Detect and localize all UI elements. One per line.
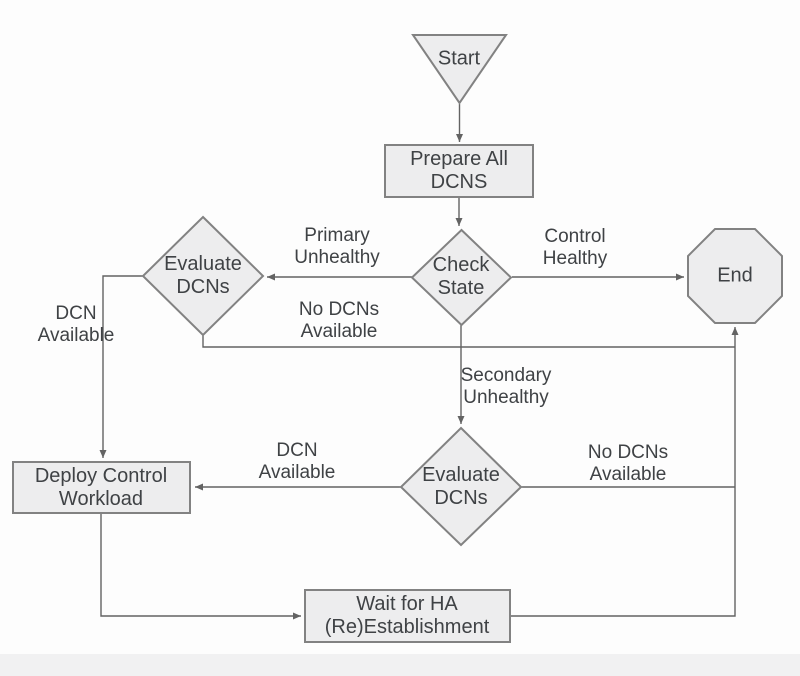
evaluate-dcns-secondary-label: Evaluate DCNs xyxy=(422,464,500,509)
dcn-available-secondary-edge-label: DCN Available xyxy=(258,440,336,483)
evaluate-dcns-secondary-decision-diamond xyxy=(399,426,523,547)
dcn-available-primary-edge-label: DCN Available xyxy=(37,303,115,346)
primary-unhealthy-edge-label: Primary Unhealthy xyxy=(294,225,380,268)
no-dcns-available-primary-edge-label: No DCNs Available xyxy=(298,299,380,342)
check-state-decision-diamond xyxy=(410,228,513,327)
prepare-all-dcns-label: Prepare All DCNS xyxy=(410,148,508,193)
no-dcns-available-secondary-edge-label: No DCNs Available xyxy=(587,442,669,485)
secondary-unhealthy-edge-label: Secondary Unhealthy xyxy=(460,365,552,408)
footer-gray-band xyxy=(0,654,800,676)
evaluate-dcns-primary-label: Evaluate DCNs xyxy=(164,253,242,298)
start-terminator-triangle xyxy=(411,34,508,105)
deploy-control-workload-process-box xyxy=(12,461,191,514)
wait-for-ha-process-box xyxy=(304,589,511,643)
deploy-control-workload-label: Deploy Control Workload xyxy=(34,465,168,510)
wait-for-ha-label: Wait for HA (Re)Establishment xyxy=(324,593,490,638)
edge-wait-to-end xyxy=(510,327,739,617)
prepare-all-dcns-process-box xyxy=(384,144,534,198)
end-terminator-octagon xyxy=(687,228,783,324)
edge-evaluate-primary-no-dcns-to-end xyxy=(202,335,735,348)
evaluate-dcns-primary-decision-diamond xyxy=(141,215,265,337)
end-label: End xyxy=(717,264,753,287)
edge-evaluate-primary-to-deploy xyxy=(99,275,143,458)
check-state-label: Check State xyxy=(432,254,490,299)
start-label: Start xyxy=(437,47,481,70)
control-healthy-edge-label: Control Healthy xyxy=(542,226,608,269)
edge-deploy-to-wait xyxy=(100,513,301,620)
